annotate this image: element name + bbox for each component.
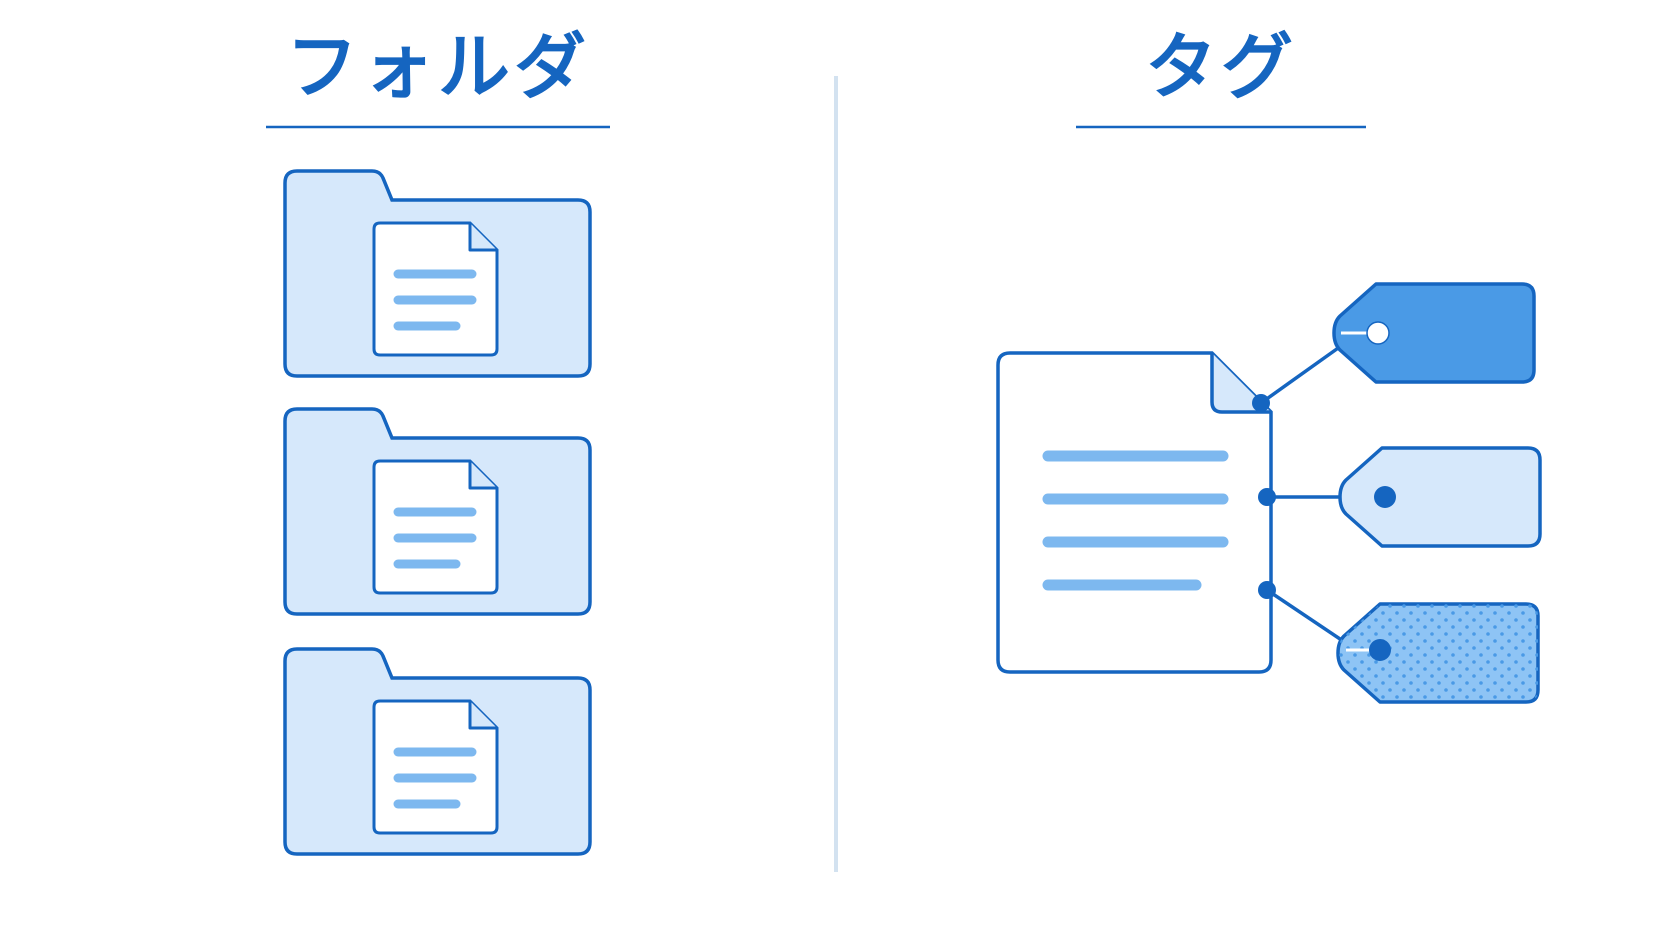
folder-icon [283, 647, 592, 856]
connector-dot [1258, 581, 1276, 599]
document-icon [372, 459, 499, 595]
tag-solid-icon [1332, 282, 1536, 384]
connector-dot [1252, 394, 1270, 412]
tag-connector-line [1259, 344, 1343, 405]
document-icon [372, 221, 499, 357]
folder-icon [283, 407, 592, 616]
document-icon [996, 351, 1273, 674]
folder-section-title: フォルダ [285, 25, 590, 109]
connector-dot [1258, 488, 1276, 506]
tag-light-icon [1338, 446, 1542, 548]
document-icon [372, 699, 499, 835]
tag-connector-line [1266, 588, 1347, 645]
tag-dotted-icon [1336, 602, 1540, 704]
folder-icon [283, 169, 592, 378]
tag-section-title: タグ [1144, 25, 1297, 109]
